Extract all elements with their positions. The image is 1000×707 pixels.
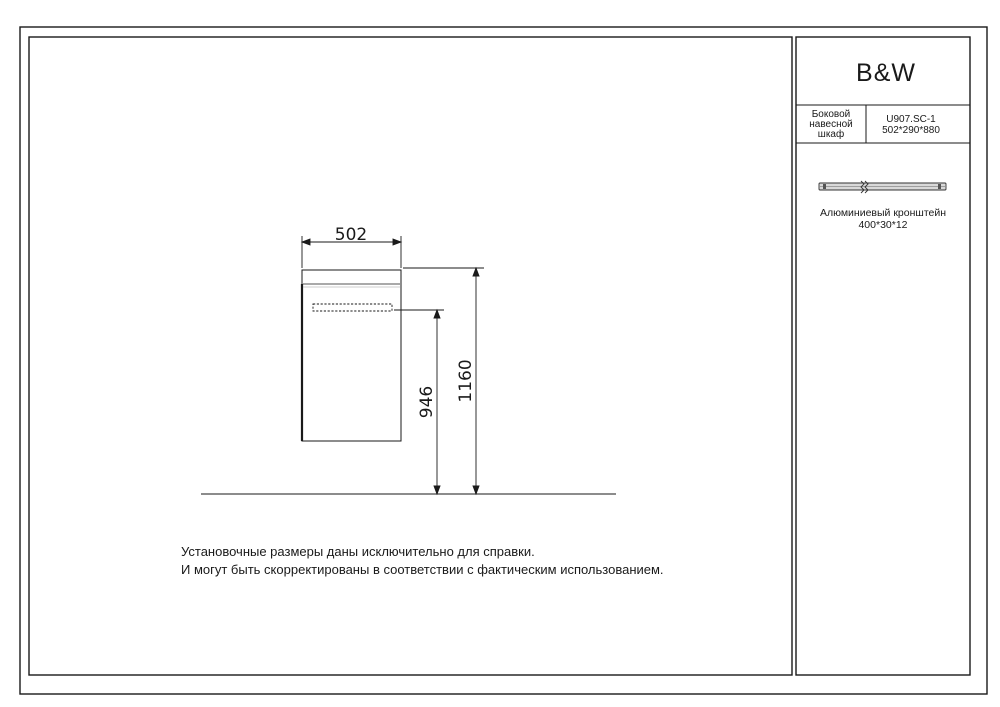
bracket-height-dimension-label: 946	[417, 386, 437, 418]
product-name-line-3: шкаф	[818, 128, 844, 140]
title-block-frame	[795, 36, 971, 676]
product-name-line-2: навесной	[809, 119, 853, 130]
note-line-1: Установочные размеры даны исключительно …	[181, 544, 535, 559]
installation-note: Установочные размеры даны исключительно …	[181, 543, 664, 579]
bracket-illustration	[818, 180, 947, 194]
model-code: U907.SC-1	[886, 114, 936, 125]
hidden-bracket	[312, 303, 393, 312]
cabinet-front-view	[300, 269, 402, 442]
brand-logo: B&W	[856, 59, 916, 87]
product-name-line-1: Боковой	[812, 109, 851, 120]
total-height-dimension-label: 1160	[456, 359, 476, 402]
width-dimension	[300, 236, 403, 268]
bracket-height-dimension	[394, 308, 444, 496]
bracket-name: Алюминиевый кронштейн	[820, 207, 946, 219]
width-dimension-label: 502	[335, 225, 367, 245]
model-dimensions: 502*290*880	[882, 125, 940, 136]
drawing-frame	[28, 36, 793, 676]
total-height-dimension	[403, 266, 484, 496]
bracket-dimensions: 400*30*12	[858, 219, 907, 231]
note-line-2: И могут быть скорректированы в соответст…	[181, 562, 664, 577]
outer-frame	[19, 26, 988, 695]
